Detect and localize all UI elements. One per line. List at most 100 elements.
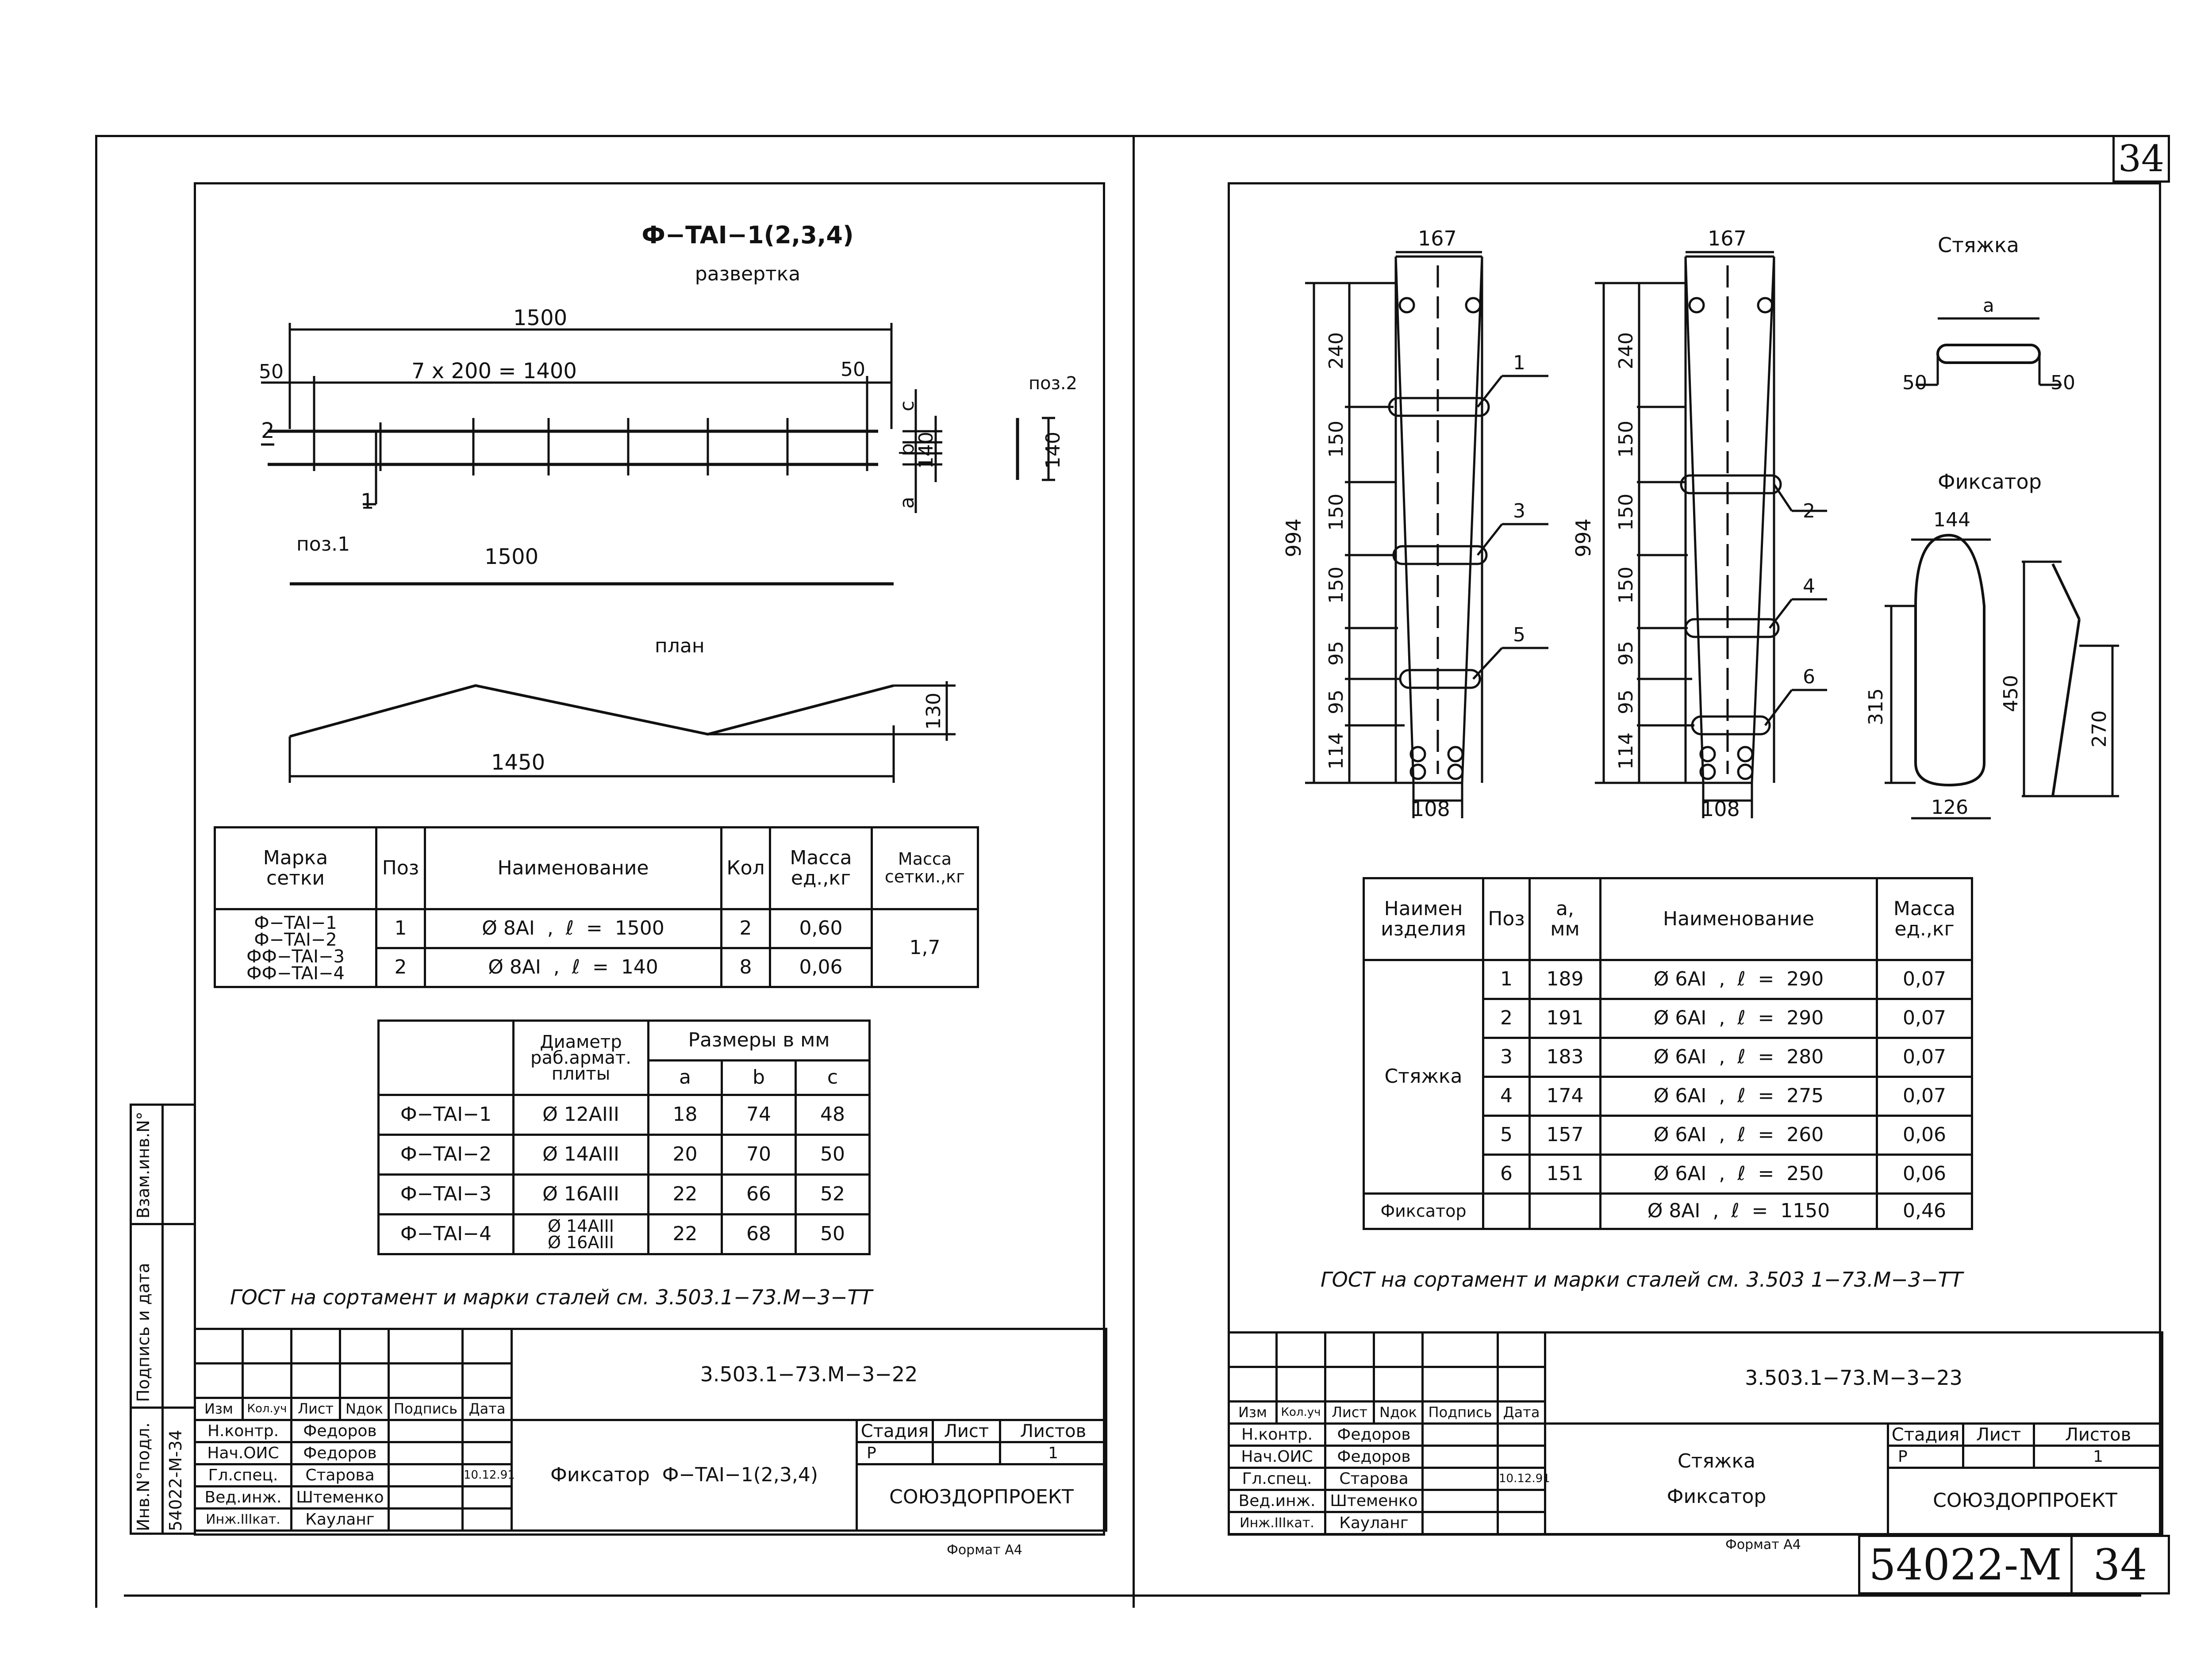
seg-dim: 95: [1325, 690, 1348, 714]
td-mark: Ф−TAI−4: [377, 1213, 515, 1255]
th-mass-total: Масса сетки.,кг: [871, 826, 979, 910]
stamp-role: Инж.IIIкат.: [1228, 1511, 1326, 1535]
stamp-h-sign: Подпись: [388, 1397, 464, 1421]
sheet-number-top: 34: [2112, 135, 2170, 183]
td-name: Ø 8AI , ℓ = 1150: [1599, 1192, 1878, 1230]
stamp-title-1: Стяжка: [1678, 1450, 1755, 1473]
stamp-cell: [194, 1328, 244, 1364]
td-b: 70: [721, 1134, 797, 1176]
td-diam: Ø 16AIII: [512, 1173, 649, 1215]
side-vzam-label: Взам.инв.N°: [134, 1111, 153, 1219]
stamp-h-ndok: Nдок: [1373, 1400, 1424, 1425]
callout: 3: [1513, 500, 1525, 522]
doc-code-stamp: 54022-М: [1858, 1535, 2070, 1594]
seg-dim: 150: [1325, 421, 1348, 458]
sheet-divider-line: [1133, 135, 1135, 1608]
side-h2: [130, 1407, 194, 1409]
th-mass: Масса ед.,кг: [769, 826, 873, 910]
td-pos: 1: [375, 908, 426, 949]
td-mass: 0,06: [1876, 1154, 1973, 1195]
stamp-sign: [388, 1463, 464, 1487]
side-inv-value: 54022-М-34: [166, 1430, 185, 1531]
td-c: 52: [795, 1173, 871, 1215]
stamp-sign: [388, 1419, 464, 1443]
stamp-sign: [1421, 1422, 1499, 1447]
seg-dim: 114: [1615, 732, 1637, 770]
stamp-sign: [388, 1441, 464, 1465]
plan-dim-1450: 1450: [491, 750, 545, 775]
th-sizes: Размеры в мм: [647, 1019, 871, 1062]
th-empty: [377, 1019, 515, 1096]
height-dim: 994: [1282, 518, 1306, 557]
stamp-person: Кауланг: [1324, 1511, 1424, 1535]
td-marks: Ф−TAI−1 Ф−TAI−2 ФФ−TAI−3 ФФ−TAI−4: [214, 908, 377, 988]
left-stamp: 3.503.1−73.М−3−22 Изм Кол.уч Лист Nдок П…: [194, 1328, 1108, 1532]
stamp-cell: [194, 1362, 244, 1399]
stamp-person: Старова: [290, 1463, 390, 1487]
plan-dim-130: 130: [922, 693, 945, 730]
td-pos: 2: [1482, 998, 1531, 1039]
seg-dim: 150: [1325, 494, 1348, 531]
stamp-role: Гл.спец.: [1228, 1467, 1326, 1491]
td-b: 68: [721, 1213, 797, 1255]
stamp-cell: [290, 1328, 341, 1364]
th-qty: Кол: [720, 826, 771, 910]
fiksator-dim-450: 450: [2000, 675, 2022, 712]
stamp-date: [461, 1485, 513, 1510]
plan-label: план: [655, 635, 705, 657]
stamp-date: [461, 1441, 513, 1465]
top-w-dim: 167: [1418, 226, 1457, 250]
styazhka-dim-a: a: [1983, 295, 1994, 316]
right-spec-table: Наимен изделия Поз a, мм Наименование Ма…: [1363, 877, 1973, 1230]
stamp-cell: [242, 1328, 292, 1364]
callout: 6: [1803, 666, 1815, 688]
stamp-date: [1497, 1489, 1546, 1513]
dim-c: c: [896, 401, 918, 411]
td-name: Ø 6AI , ℓ = 290: [1599, 998, 1878, 1039]
seg-dim: 150: [1615, 494, 1637, 531]
stamp-stage-v: Р: [1887, 1445, 1964, 1469]
stamp-h-kol: Кол.уч: [242, 1397, 292, 1421]
td-pos: 6: [1482, 1154, 1531, 1195]
styazhka-dim-50r: 50: [2051, 372, 2075, 394]
doc-sheet-stamp: 34: [2070, 1535, 2170, 1594]
stamp-person: Старова: [1324, 1467, 1424, 1491]
pos2-label: поз.2: [1029, 373, 1077, 394]
td-mass: 0,06: [769, 947, 873, 988]
bottom-edge-line: [124, 1594, 2141, 1597]
td-mass: 0,46: [1876, 1192, 1973, 1230]
stamp-role: Вед.инж.: [1228, 1489, 1326, 1513]
th-pos: Поз: [1482, 877, 1531, 961]
stamp-sign: [388, 1485, 464, 1510]
seg-dim: 150: [1615, 567, 1637, 604]
right-format-label: Формат А4: [1725, 1537, 1801, 1552]
styazhka-label: Стяжка: [1938, 233, 2019, 257]
td-a: 18: [647, 1094, 723, 1136]
td-pos: 1: [1482, 959, 1531, 1000]
td-mass-total: 1,7: [871, 908, 979, 988]
th-name: Наименование: [1599, 877, 1878, 961]
seg-dim: 95: [1615, 690, 1637, 714]
callout: 2: [1803, 500, 1815, 522]
stamp-role: Вед.инж.: [194, 1485, 292, 1510]
td-a: 22: [647, 1213, 723, 1255]
td-name: Ø 6AI , ℓ = 250: [1599, 1154, 1878, 1195]
stamp-sign: [1421, 1511, 1499, 1535]
stamp-list-v: [1962, 1445, 2035, 1469]
callout: 1: [1513, 352, 1525, 374]
stamp-sign: [1421, 1467, 1499, 1491]
stamp-cell: [1324, 1331, 1375, 1368]
td-mark: Ф−TAI−2: [377, 1134, 515, 1176]
stamp-cell: [1373, 1366, 1424, 1403]
td-name: Ø 8AI , ℓ = 1500: [424, 908, 722, 949]
stamp-cell: [461, 1362, 513, 1399]
th-a: a: [647, 1059, 723, 1096]
seg-dim: 240: [1325, 332, 1348, 369]
styazhka-dim-50l: 50: [1902, 372, 1927, 394]
dim-1500: 1500: [513, 306, 567, 330]
td-c: 48: [795, 1094, 871, 1136]
pos2-dim: 140: [1042, 432, 1064, 469]
stamp-list-h: Лист: [932, 1419, 1001, 1443]
stamp-date: [1497, 1511, 1546, 1535]
stamp-code: 3.503.1−73.М−3−22: [510, 1328, 1108, 1421]
